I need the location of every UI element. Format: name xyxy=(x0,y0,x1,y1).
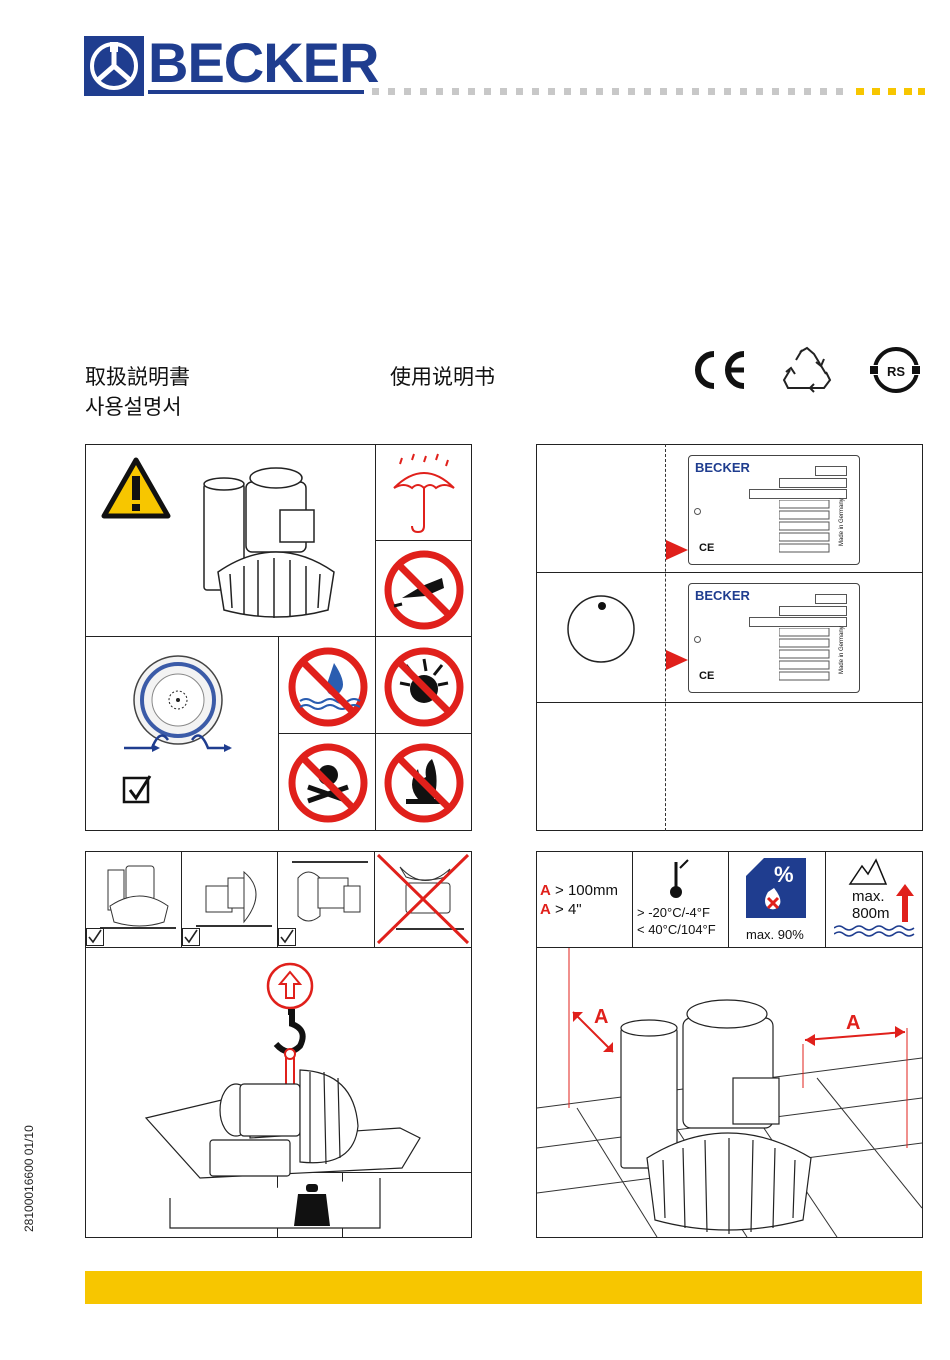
clearance-marker-right: A xyxy=(846,1012,860,1035)
title-korean: 사용설명서 xyxy=(85,393,182,421)
nameplate-ce: CE xyxy=(699,542,714,554)
clearance-marker-left: A xyxy=(594,1006,608,1029)
nameplate-brand: BECKER xyxy=(695,460,750,475)
clearance-metric-row: A > 100mm xyxy=(540,882,618,899)
thermometer-icon xyxy=(662,858,692,902)
pointer-arrow-icon-2 xyxy=(666,650,688,670)
ce-mark-icon xyxy=(690,348,750,392)
check-icon-3 xyxy=(278,928,296,946)
weight-icon xyxy=(292,1184,332,1228)
checkbox-checked-icon xyxy=(122,774,154,806)
clearance-imperial-row: A > 4" xyxy=(540,901,582,918)
altitude-up-arrow-icon xyxy=(896,884,914,922)
airflow-direction-diagram xyxy=(112,652,236,764)
document-number: 28100016600 01/10 xyxy=(22,1125,36,1232)
clearance-label-2: A xyxy=(540,901,551,918)
pointer-arrow-icon xyxy=(666,540,688,560)
temperature-max: < 40°C/104°F xyxy=(637,922,716,937)
title-chinese: 使用说明书 xyxy=(390,363,495,391)
lifting-hook-illustration xyxy=(140,958,440,1230)
keep-dry-umbrella-icon xyxy=(388,452,460,536)
blower-illustration xyxy=(196,462,346,620)
nameplate-ce-2: CE xyxy=(699,670,714,682)
clearance-imperial: > 4" xyxy=(555,901,582,918)
title-japanese: 取扱説明書 xyxy=(85,363,190,391)
mounting-horizontal-image xyxy=(188,856,274,944)
brand-underline xyxy=(148,90,364,94)
rotation-dial-icon xyxy=(566,594,636,664)
no-toxic-icon xyxy=(286,741,370,825)
footer-yellow-bar xyxy=(85,1271,922,1304)
mounting-vertical-image xyxy=(92,856,178,944)
altitude-line1: max. xyxy=(852,888,885,905)
temperature-min: > -20°C/-4°F xyxy=(637,905,710,920)
nameplate-made-in: Made in Germany xyxy=(839,498,845,546)
clearance-metric: > 100mm xyxy=(555,882,618,899)
recycle-icon xyxy=(780,346,834,394)
mounting-wall-image xyxy=(284,856,370,944)
nameplate-bottom: BECKER CE Made in Germany xyxy=(688,583,860,693)
no-explosive-icon xyxy=(382,645,466,729)
nameplate-brand-2: BECKER xyxy=(695,588,750,603)
check-icon-1 xyxy=(86,928,104,946)
nameplate-top: BECKER CE Made in Germany xyxy=(688,455,860,565)
brand-name: BECKER xyxy=(148,30,378,96)
no-liquids-icon xyxy=(286,645,370,729)
clearance-label: A xyxy=(540,882,551,899)
installation-clearance-illustration xyxy=(537,948,922,1237)
header-dotted-rule xyxy=(372,88,925,95)
humidity-max: max. 90% xyxy=(746,927,804,942)
check-icon-2 xyxy=(182,928,200,946)
mounting-inverted-prohibited-image xyxy=(376,853,470,945)
altitude-line2: 800m xyxy=(852,905,890,922)
becker-emblem-icon xyxy=(84,36,144,96)
mountain-icon xyxy=(848,856,888,886)
sea-level-waves-icon xyxy=(834,924,916,940)
no-contamination-icon xyxy=(382,548,466,632)
humidity-symbol: % xyxy=(774,862,794,888)
rs-mark-label: RS xyxy=(887,364,905,379)
nameplate-made-in-2: Made in Germany xyxy=(839,626,845,674)
rs-quality-mark-icon: RS xyxy=(866,346,924,394)
warning-triangle-icon xyxy=(100,456,172,520)
no-flammable-icon xyxy=(382,741,466,825)
